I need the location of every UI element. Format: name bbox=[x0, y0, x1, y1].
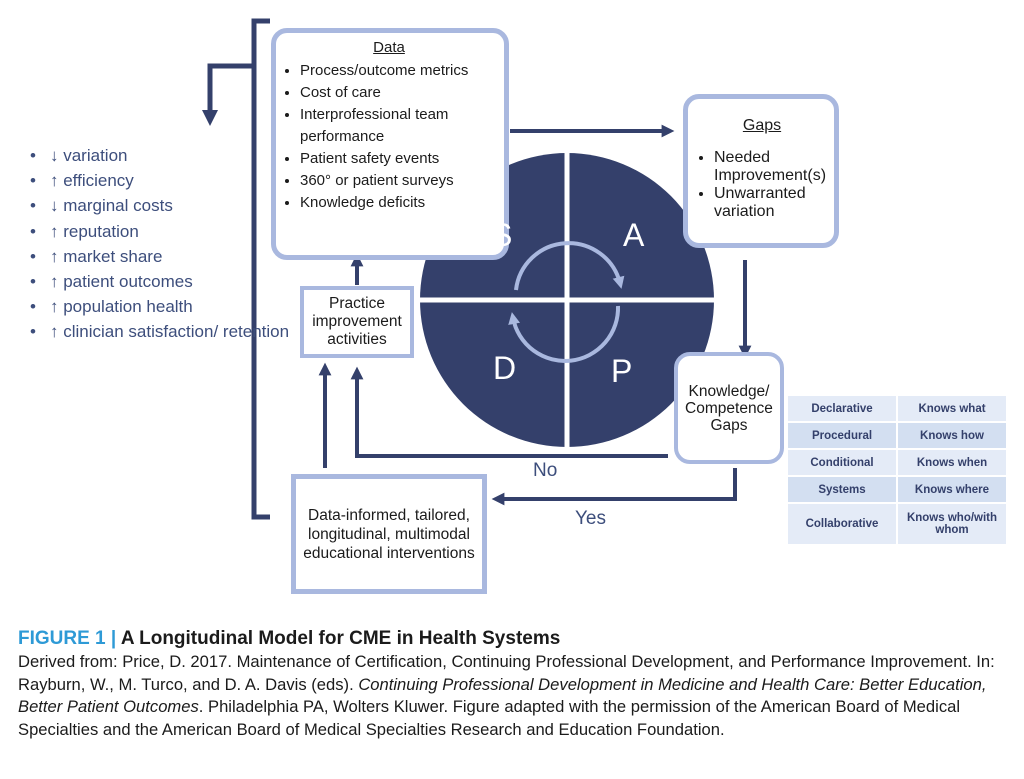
list-item: ↑ population health bbox=[30, 294, 290, 319]
gaps-box: Gaps Needed Improvement(s) Unwarranted v… bbox=[683, 94, 839, 248]
table-row: Collaborative Knows who/with whom bbox=[788, 504, 1006, 544]
list-item: Patient safety events bbox=[300, 148, 496, 170]
figure-title: FIGURE 1 | A Longitudinal Model for CME … bbox=[18, 627, 1008, 651]
table-row: Procedural Knows how bbox=[788, 423, 1006, 448]
pdsa-letter-d: D bbox=[493, 350, 517, 386]
caption-book-title: Continuing Professional Development in M… bbox=[18, 674, 987, 717]
arrow-yes bbox=[491, 468, 737, 506]
interventions-box-text: Data-informed, tailored, longitudinal, m… bbox=[303, 506, 475, 562]
figure-title-text: A Longitudinal Model for CME in Health S… bbox=[120, 628, 561, 649]
gap-type-cell: Procedural bbox=[788, 423, 896, 448]
table-row: Conditional Knows when bbox=[788, 450, 1006, 475]
gap-desc-cell: Knows how bbox=[898, 423, 1006, 448]
gap-desc-cell: Knows where bbox=[898, 477, 1006, 502]
gaps-box-title: Gaps bbox=[742, 117, 782, 134]
practice-box: Practice improvement activities bbox=[300, 286, 414, 358]
list-item: ↑ clinician satisfaction/ retention bbox=[30, 319, 290, 344]
pdsa-letter-p: P bbox=[611, 353, 633, 389]
figure-caption: FIGURE 1 | A Longitudinal Model for CME … bbox=[18, 627, 1008, 741]
gap-types-table: Declarative Knows what Procedural Knows … bbox=[786, 394, 1008, 546]
gap-desc-cell: Knows what bbox=[898, 396, 1006, 421]
list-item: Interprofessional team performance bbox=[300, 104, 496, 148]
figure-label: FIGURE 1 bbox=[18, 628, 106, 649]
pdsa-letter-a: A bbox=[623, 217, 645, 253]
list-item: Knowledge deficits bbox=[300, 192, 496, 214]
list-item: Unwarranted variation bbox=[714, 185, 828, 221]
table-row: Systems Knows where bbox=[788, 477, 1006, 502]
interventions-box: Data-informed, tailored, longitudinal, m… bbox=[291, 474, 487, 594]
table-row: Declarative Knows what bbox=[788, 396, 1006, 421]
list-item: ↑ patient outcomes bbox=[30, 269, 290, 294]
list-item: ↑ market share bbox=[30, 244, 290, 269]
list-item: ↓ marginal costs bbox=[30, 193, 290, 218]
gap-type-cell: Conditional bbox=[788, 450, 896, 475]
list-item: Cost of care bbox=[300, 82, 496, 104]
knowledge-box-text: Knowledge/ Competence Gaps bbox=[685, 382, 773, 434]
caption-body-text-end: . Philadelphia PA, Wolters Kluwer. Figur… bbox=[18, 697, 961, 739]
gap-type-cell: Collaborative bbox=[788, 504, 896, 544]
gap-type-cell: Systems bbox=[788, 477, 896, 502]
no-label: No bbox=[533, 460, 558, 481]
arrow-no bbox=[350, 366, 668, 458]
data-box-list: Process/outcome metrics Cost of care Int… bbox=[282, 60, 496, 214]
data-box: Data Process/outcome metrics Cost of car… bbox=[271, 28, 509, 260]
outcomes-list: ↓ variation ↑ efficiency ↓ marginal cost… bbox=[28, 143, 290, 345]
cycle-arrow-bottom bbox=[508, 305, 621, 363]
figure-separator: | bbox=[110, 628, 117, 649]
knowledge-box: Knowledge/ Competence Gaps bbox=[674, 352, 784, 464]
list-item: ↑ reputation bbox=[30, 219, 290, 244]
figure-body: Derived from: Price, D. 2017. Maintenanc… bbox=[18, 651, 1008, 741]
list-item: Needed Improvement(s) bbox=[714, 149, 828, 185]
yes-label: Yes bbox=[575, 508, 606, 529]
gaps-box-list: Needed Improvement(s) Unwarranted variat… bbox=[696, 149, 828, 221]
arrow-to-outcomes bbox=[201, 63, 254, 127]
pdsa-letter-s: S bbox=[491, 217, 513, 253]
gap-desc-cell: Knows when bbox=[898, 450, 1006, 475]
cycle-arrow-top bbox=[514, 241, 625, 291]
gap-type-cell: Declarative bbox=[788, 396, 896, 421]
data-box-title: Data bbox=[373, 39, 405, 56]
caption-body-text: Derived from: Price, D. 2017. Maintenanc… bbox=[18, 652, 995, 694]
gap-desc-cell: Knows who/with whom bbox=[898, 504, 1006, 544]
list-item: 360° or patient surveys bbox=[300, 170, 496, 192]
practice-box-text: Practice improvement activities bbox=[312, 295, 402, 348]
list-item: ↑ efficiency bbox=[30, 168, 290, 193]
list-item: ↓ variation bbox=[30, 143, 290, 168]
list-item: Process/outcome metrics bbox=[300, 60, 496, 82]
